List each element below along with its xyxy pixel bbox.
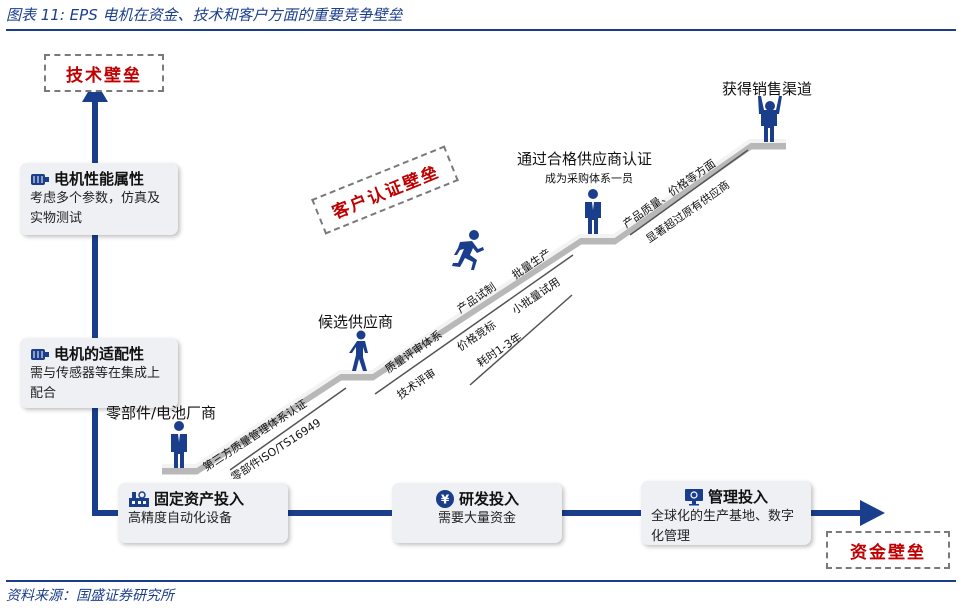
capital-axis-arrowhead: [860, 500, 885, 526]
capital-card-fixed-assets: 固定资产投入 高精度自动化设备: [118, 483, 288, 543]
capital-card-desc: 全球化的生产基地、数字化管理: [651, 509, 795, 544]
stage1-label: 零部件/电池厂商: [106, 404, 217, 422]
figure-title: 图表 11: EPS 电机在资金、技术和客户方面的重要竞争壁垒: [6, 6, 403, 24]
tech-card-adaptability: 电机的适配性 需与传感器等在集成上配合: [20, 338, 178, 408]
tech-card-title: 电机性能属性: [54, 170, 145, 188]
factory-icon: [129, 491, 149, 507]
capital-card-desc: 需要大量资金: [437, 511, 516, 526]
top-rule: [6, 29, 956, 31]
source-note: 资料来源：国盛证券研究所: [6, 588, 174, 604]
capital-card-title: 管理投入: [707, 488, 768, 506]
tech-card-title: 电机的适配性: [54, 345, 145, 363]
walking-person-icon: [349, 330, 368, 371]
capital-card-management: 管理投入 全球化的生产基地、数字化管理: [641, 481, 811, 545]
tech-card-desc: 需与传感器等在集成上配合: [30, 366, 161, 401]
staircase: [162, 139, 786, 475]
standing-person-icon: [171, 421, 187, 468]
bottom-rule: [6, 580, 956, 582]
standing-person-icon: [585, 189, 601, 234]
cheering-person-icon: [758, 96, 782, 142]
capital-card-desc: 高精度自动化设备: [128, 511, 233, 526]
tech-card-desc: 考虑多个参数，仿真及实物测试: [30, 191, 161, 226]
stage3-sub-label: 成为采购体系一员: [545, 172, 633, 185]
monitor-icon: [684, 489, 703, 506]
stage2-label: 候选供应商: [318, 313, 394, 331]
svg-text:¥: ¥: [441, 493, 450, 507]
capital-card-title: 固定资产投入: [154, 490, 245, 508]
motor-icon: [31, 174, 49, 185]
tech-barrier-tag: 技术壁垒: [44, 54, 164, 92]
running-person-icon: [452, 230, 484, 270]
capital-barrier-tag: 资金壁垒: [826, 531, 950, 569]
stage4-label: 获得销售渠道: [722, 80, 813, 98]
tech-card-performance: 电机性能属性 考虑多个参数，仿真及实物测试: [20, 163, 178, 235]
capital-card-rnd: ¥ 研发投入 需要大量资金: [392, 483, 562, 543]
motor-icon: [31, 349, 49, 360]
stage3-label: 通过合格供应商认证: [517, 150, 653, 168]
capital-card-title: 研发投入: [458, 490, 519, 508]
yen-icon: ¥: [435, 490, 454, 508]
